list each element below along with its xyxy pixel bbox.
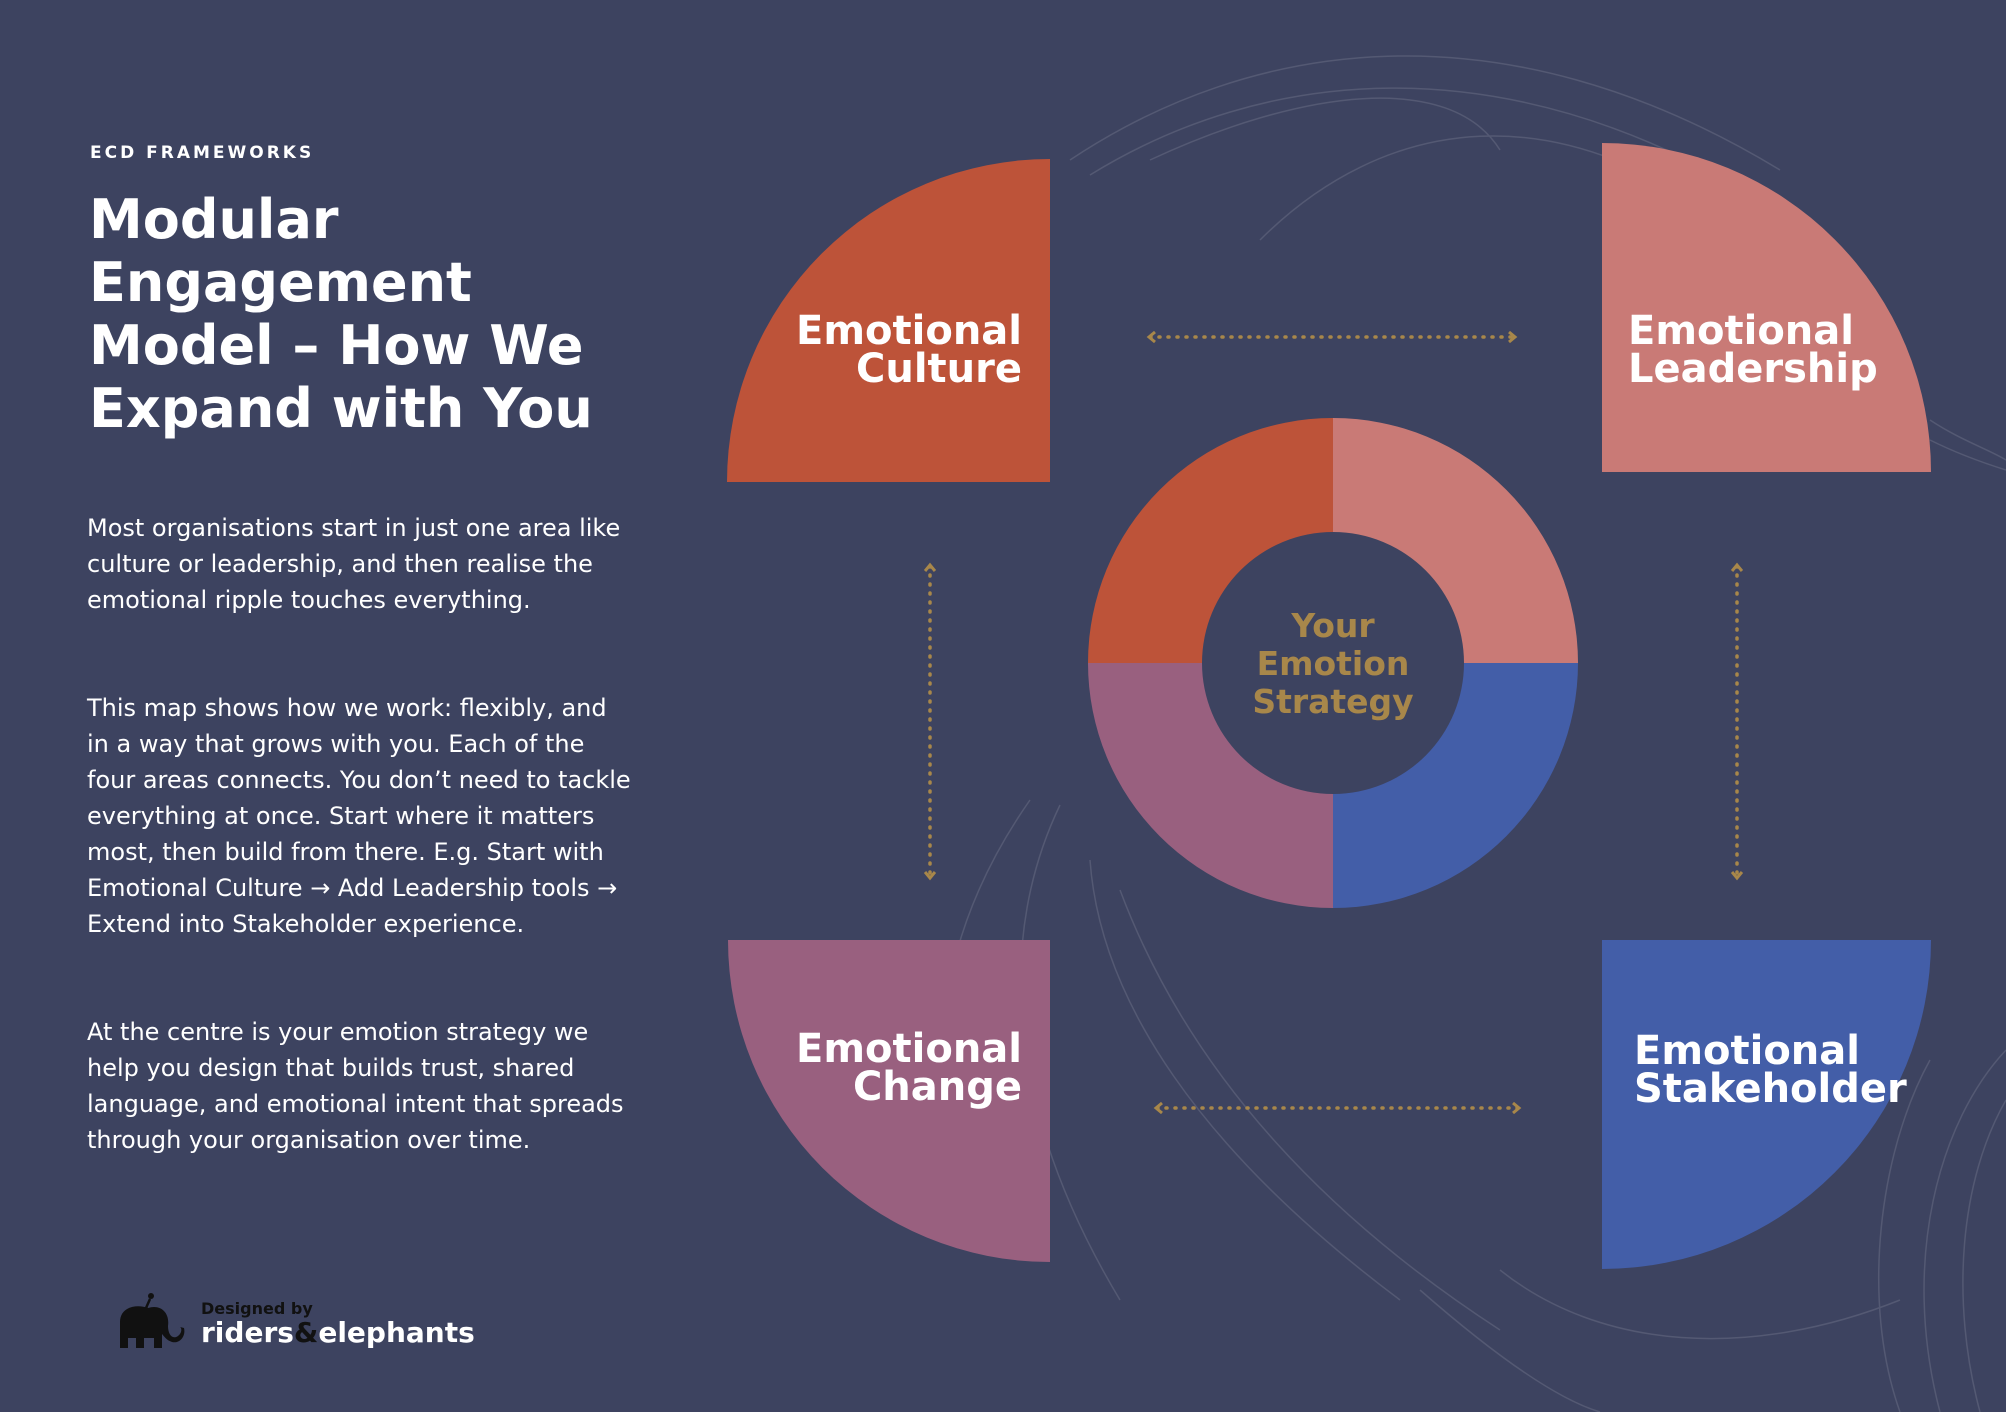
brand-ampersand: & [293,1316,319,1349]
brand-name: riders&elephants [201,1316,475,1349]
label-line: Change [852,1064,1022,1110]
label-line: Emotional [1628,308,1854,354]
label-stakeholder: Emotional Stakeholder [1634,1028,1907,1112]
brand-part: riders [201,1316,294,1349]
label-line: Emotional [1634,1028,1860,1074]
method-paragraph: This map shows how we work: flexibly, an… [87,694,631,938]
label-line: Leadership [1628,346,1878,392]
quadrant-stakeholder[interactable] [1602,940,1931,1269]
center-label: Your Emotion Strategy [1252,606,1414,721]
intro-paragraph: Most organisations start in just one are… [87,514,621,614]
quadrant-change[interactable] [728,940,1050,1262]
label-line: Culture [856,346,1022,392]
page-title: Modular Engagement Model – How We Expand… [89,188,593,440]
quadrant-culture[interactable] [727,159,1050,482]
label-line: Emotional [796,308,1022,354]
quadrant-leadership[interactable] [1602,143,1931,472]
centre-paragraph: At the centre is your emotion strategy w… [87,1018,624,1154]
designed-by-label: Designed by [201,1299,313,1318]
brand-part: elephants [318,1316,475,1349]
elephant-logo-icon [120,1293,185,1348]
donut-segment-leadership [1333,418,1578,663]
label-line: Emotional [796,1026,1022,1072]
label-leadership: Emotional Leadership [1628,308,1878,392]
label-change: Emotional Change [760,1026,1022,1110]
label-line: Stakeholder [1634,1066,1907,1112]
donut-segment-stakeholder [1333,663,1578,908]
donut-segment-culture [1088,418,1333,663]
eyebrow-label: ECD FRAMEWORKS [90,143,315,163]
label-culture: Emotional Culture [760,308,1022,392]
donut-segment-change [1088,663,1333,908]
